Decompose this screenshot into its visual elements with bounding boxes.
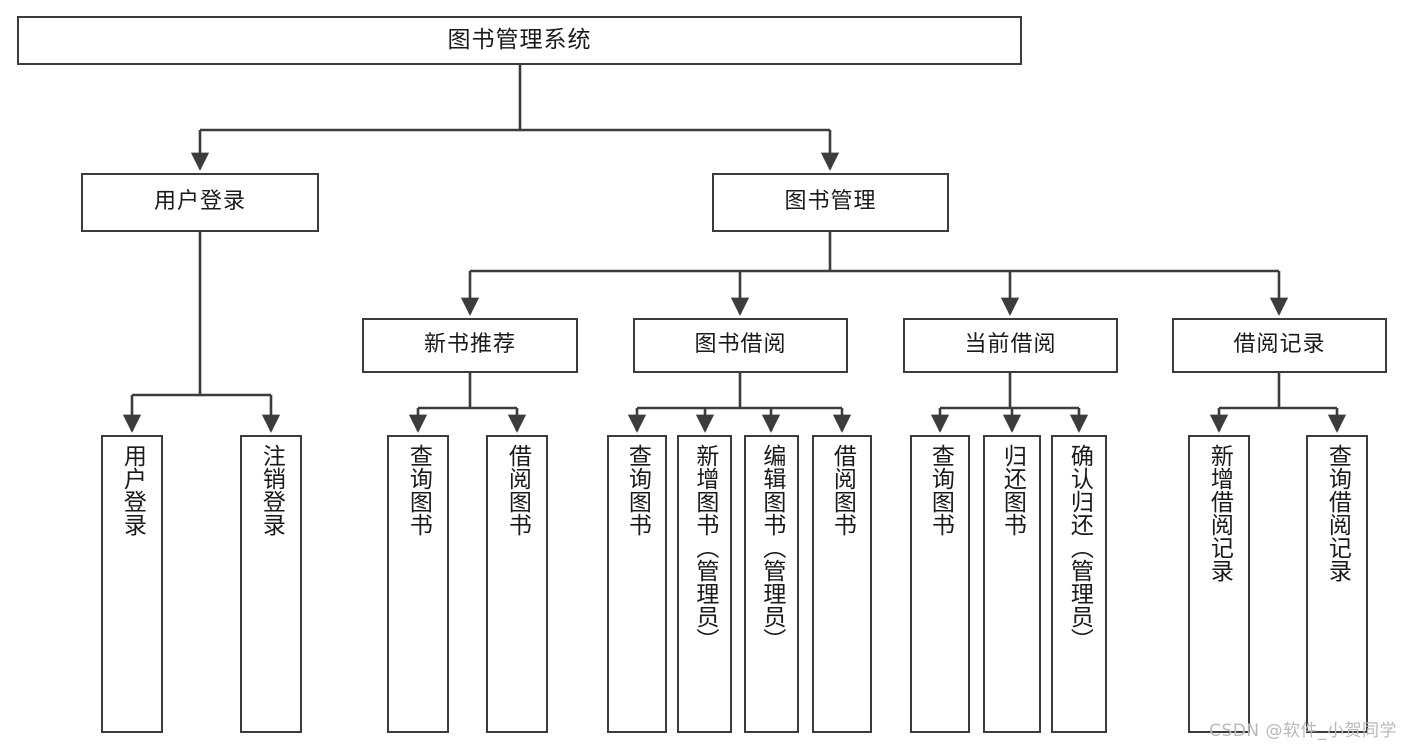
node-leaf-confirm-return[interactable]: 确认归还（管理员） [1051, 435, 1107, 733]
node-label: 注销登录 [258, 444, 285, 536]
node-label: 查询图书 [405, 444, 432, 536]
node-current-borrow[interactable]: 当前借阅 [903, 318, 1118, 373]
node-leaf-add-record[interactable]: 新增借阅记录 [1188, 435, 1250, 733]
node-user-login[interactable]: 用户登录 [81, 173, 319, 232]
node-leaf-edit-book[interactable]: 编辑图书（管理员） [744, 435, 799, 733]
watermark-text: CSDN @软件_小贺同学 [1209, 721, 1397, 741]
node-label: 查询图书 [927, 444, 954, 536]
node-borrow-record[interactable]: 借阅记录 [1172, 318, 1387, 373]
node-label: 用户登录 [119, 444, 146, 536]
node-root[interactable]: 图书管理系统 [17, 16, 1022, 65]
node-label: 确认归还（管理员） [1066, 444, 1093, 651]
node-label: 查询借阅记录 [1324, 444, 1351, 582]
node-new-book-rec[interactable]: 新书推荐 [362, 318, 578, 373]
node-label: 图书管理系统 [447, 26, 592, 53]
node-label: 查询图书 [624, 444, 651, 536]
node-label: 归还图书 [999, 444, 1026, 536]
node-leaf-return-book[interactable]: 归还图书 [983, 435, 1041, 733]
node-label: 当前借阅 [964, 332, 1057, 358]
node-label: 新增图书（管理员） [691, 444, 718, 651]
node-label: 新增借阅记录 [1206, 444, 1233, 582]
node-leaf-user-login[interactable]: 用户登录 [101, 435, 163, 733]
node-label: 借阅记录 [1233, 332, 1326, 358]
node-label: 图书管理 [784, 189, 877, 215]
node-leaf-query-book-cur[interactable]: 查询图书 [910, 435, 970, 733]
node-leaf-query-book-borrow[interactable]: 查询图书 [607, 435, 667, 733]
node-label: 图书借阅 [694, 332, 787, 358]
node-leaf-query-book-rec[interactable]: 查询图书 [387, 435, 449, 733]
node-label: 编辑图书（管理员） [758, 444, 785, 651]
node-label: 借阅图书 [504, 444, 531, 536]
node-leaf-query-record[interactable]: 查询借阅记录 [1306, 435, 1368, 733]
node-label: 借阅图书 [829, 444, 856, 536]
node-leaf-add-book[interactable]: 新增图书（管理员） [677, 435, 732, 733]
node-label: 用户登录 [153, 189, 246, 215]
node-leaf-borrow-book[interactable]: 借阅图书 [812, 435, 872, 733]
node-leaf-borrow-book-rec[interactable]: 借阅图书 [486, 435, 548, 733]
node-label: 新书推荐 [423, 332, 516, 358]
node-book-manage[interactable]: 图书管理 [712, 173, 949, 232]
node-book-borrow[interactable]: 图书借阅 [633, 318, 848, 373]
node-leaf-user-logout[interactable]: 注销登录 [240, 435, 302, 733]
